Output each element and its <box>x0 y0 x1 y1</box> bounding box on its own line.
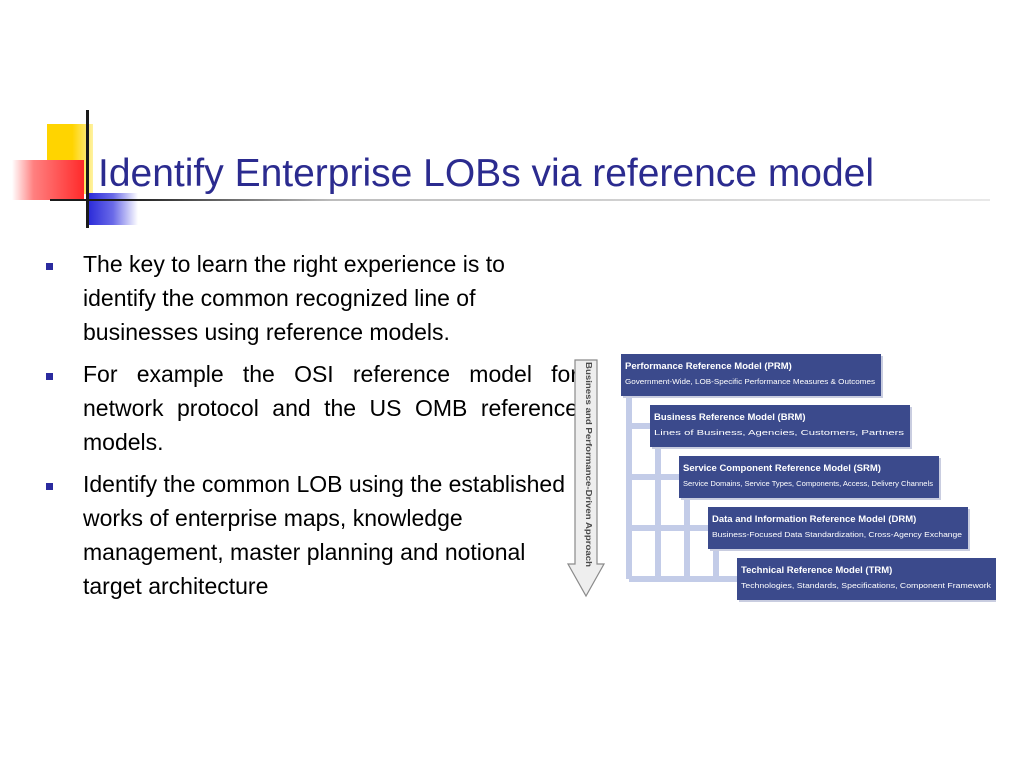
slide-title: Identify Enterprise LOBs via reference m… <box>98 152 875 195</box>
model-description: Business-Focused Data Standardization, C… <box>712 530 962 539</box>
model-name: Technical Reference Model (TRM) <box>741 565 892 576</box>
bullet-item: Identify the common LOB using the establ… <box>44 467 578 603</box>
box-body <box>737 558 996 600</box>
bullet-square-icon <box>46 483 53 490</box>
bullet-item: For example the OSI reference model for … <box>44 357 578 459</box>
reference-model-box: Service Component Reference Model (SRM) S… <box>679 456 941 500</box>
model-name: Data and Information Reference Model (DR… <box>712 514 916 525</box>
title-ornament-vertical-line <box>86 110 89 228</box>
model-description: Government-Wide, LOB-Specific Performanc… <box>625 377 875 386</box>
model-description: Service Domains, Service Types, Componen… <box>683 479 933 488</box>
title-ornament-blue <box>88 193 138 225</box>
bullet-text: The key to learn the right experience is… <box>83 251 505 345</box>
bullet-text: For example the OSI reference model for … <box>83 361 578 455</box>
approach-arrow: Business and Performance-Driven Approach <box>566 359 606 598</box>
bullet-square-icon <box>46 373 53 380</box>
model-name: Business Reference Model (BRM) <box>654 412 806 423</box>
reference-model-box: Business Reference Model (BRM) Lines of B… <box>650 405 912 449</box>
bullet-text: Identify the common LOB using the establ… <box>83 471 566 599</box>
title-ornament-red <box>12 160 84 200</box>
model-name: Service Component Reference Model (SRM) <box>683 463 881 474</box>
box-body <box>679 456 939 498</box>
down-arrow-icon <box>566 359 606 598</box>
title-underline <box>50 199 990 201</box>
model-name: Performance Reference Model (PRM) <box>625 361 792 372</box>
bullet-square-icon <box>46 263 53 270</box>
model-connectors <box>626 396 737 582</box>
approach-arrow-label: Business and Performance-Driven Approach <box>584 362 593 567</box>
bullet-item: The key to learn the right experience is… <box>44 247 578 349</box>
reference-model-box: Data and Information Reference Model (DR… <box>708 507 970 551</box>
reference-model-box: Technical Reference Model (TRM) Technolog… <box>737 558 996 602</box>
bullet-list: The key to learn the right experience is… <box>44 247 578 611</box>
model-description: Technologies, Standards, Specifications,… <box>741 581 991 590</box>
box-body <box>708 507 968 549</box>
box-body <box>650 405 910 447</box>
reference-model-box: Performance Reference Model (PRM) Governm… <box>621 354 883 398</box>
fea-reference-model-diagram: Business and Performance-Driven Approach… <box>566 352 996 602</box>
box-body <box>621 354 881 396</box>
model-boxes: Performance Reference Model (PRM) Governm… <box>621 354 996 602</box>
model-description: Lines of Business, Agencies, Customers, … <box>654 428 904 437</box>
diagram-canvas: Business and Performance-Driven Approach… <box>566 354 996 602</box>
